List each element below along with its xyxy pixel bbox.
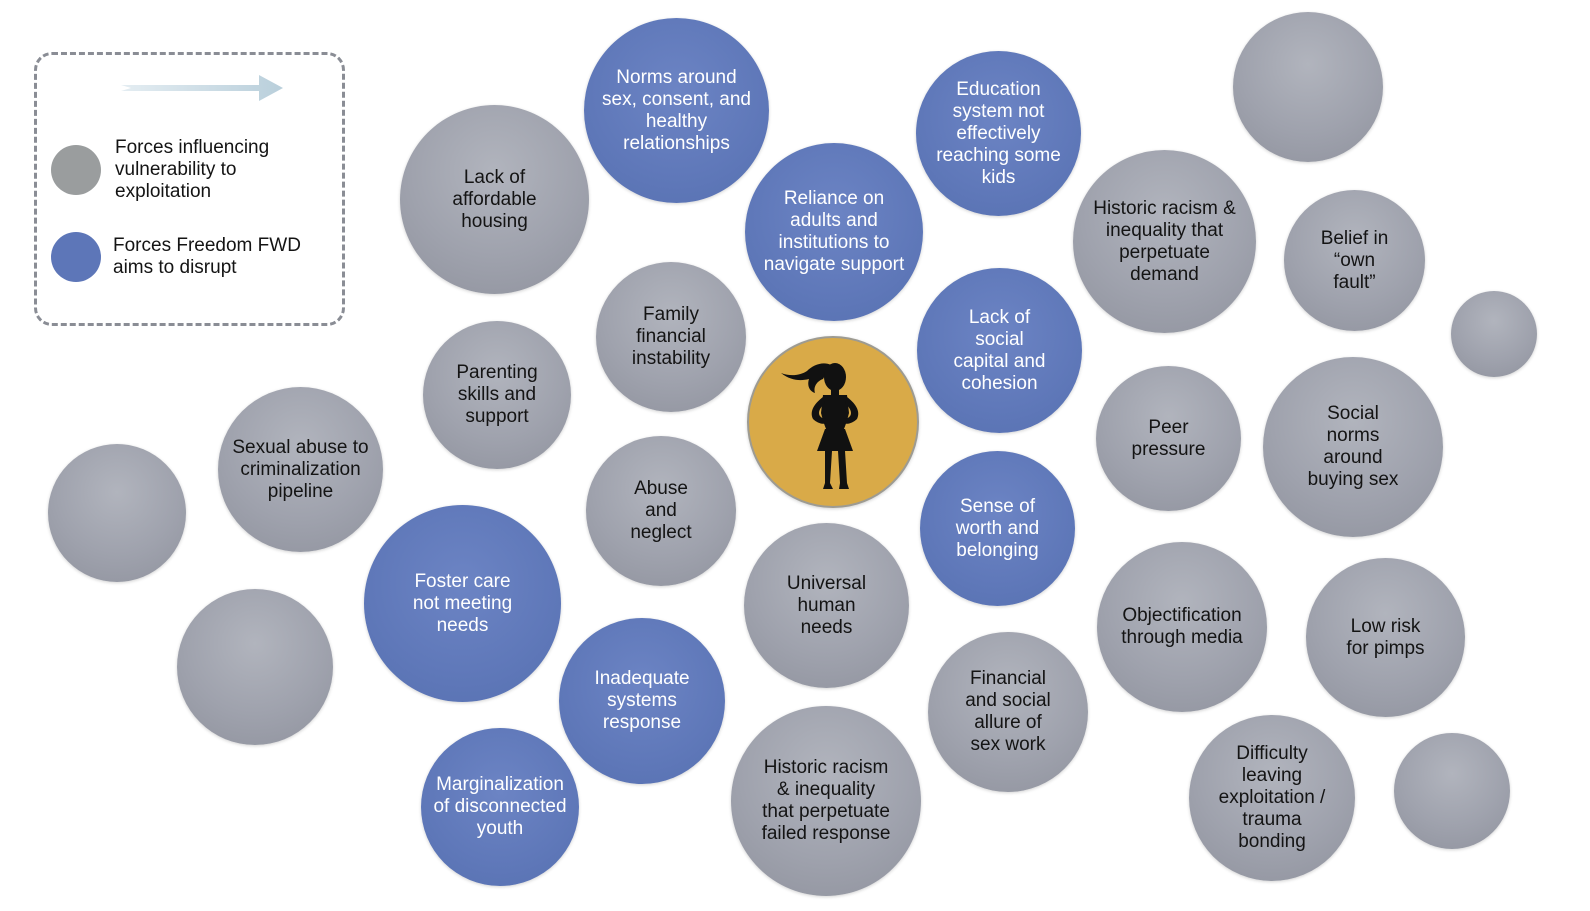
bubble-social-norms-buying: Social norms around buying sex xyxy=(1263,357,1443,537)
bubble-label: Objectification through media xyxy=(1121,605,1243,648)
bubble-label: Parenting skills and support xyxy=(456,362,538,427)
legend-gray-swatch xyxy=(51,145,101,195)
bubble-reliance-adults: Reliance on adults and institutions to n… xyxy=(745,143,923,321)
bubble-label: Inadequate systems response xyxy=(594,668,690,733)
bubble-label: Reliance on adults and institutions to n… xyxy=(763,188,905,275)
bubble-foster-care: Foster care not meeting needs xyxy=(364,505,561,702)
bubble-norms-sex: Norms around sex, consent, and healthy r… xyxy=(584,18,769,203)
bubble-financial-allure: Financial and social allure of sex work xyxy=(928,632,1088,792)
bubble-label: Foster care not meeting needs xyxy=(412,570,513,636)
bubble-objectification: Objectification through media xyxy=(1097,542,1267,712)
arrow-icon xyxy=(121,75,283,101)
bubble-education: Education system not effectively reachin… xyxy=(916,51,1081,216)
bubble-label: Family financial instability xyxy=(631,304,711,369)
bubble-universal-needs: Universal human needs xyxy=(744,523,909,688)
center-figure-circle xyxy=(747,336,919,508)
legend-gray-label: Forces influencing vulnerability to expl… xyxy=(115,137,270,202)
bubble-inadequate-systems: Inadequate systems response xyxy=(559,618,725,784)
bubble-label: Abuse and neglect xyxy=(630,478,692,543)
bubble-abuse-neglect: Abuse and neglect xyxy=(586,436,736,586)
bubble-low-risk-pimps: Low risk for pimps xyxy=(1306,558,1465,717)
bubble-label: Lack of social capital and cohesion xyxy=(953,306,1046,394)
legend-blue-swatch xyxy=(51,232,101,282)
empty-bubble xyxy=(1233,12,1383,162)
empty-bubble xyxy=(177,589,333,745)
bubble-historic-racism-response: Historic racism & inequality that perpet… xyxy=(731,706,921,896)
empty-bubble xyxy=(1451,291,1537,377)
bubble-sexual-abuse: Sexual abuse to criminalization pipeline xyxy=(218,387,383,552)
bubble-label: Education system not effectively reachin… xyxy=(936,78,1061,188)
bubble-difficulty-leaving: Difficulty leaving exploitation / trauma… xyxy=(1189,715,1355,881)
bubble-label: Marginalization of disconnected youth xyxy=(433,774,567,839)
bubble-label: Belief in “own fault” xyxy=(1320,227,1389,293)
legend-item-gray: Forces influencing vulnerability to expl… xyxy=(51,137,269,203)
bubble-label: Historic racism & inequality that perpet… xyxy=(1093,197,1236,285)
bubble-family-financial: Family financial instability xyxy=(596,262,746,412)
legend-blue-label: Forces Freedom FWD aims to disrupt xyxy=(113,235,301,278)
empty-bubble xyxy=(48,444,186,582)
bubble-marginalization: Marginalization of disconnected youth xyxy=(421,728,579,886)
bubble-label: Universal human needs xyxy=(786,572,867,638)
bubble-label: Lack of affordable housing xyxy=(452,166,537,232)
bubble-label: Sexual abuse to criminalization pipeline xyxy=(232,436,369,502)
bubble-label: Norms around sex, consent, and healthy r… xyxy=(602,66,751,154)
woman-silhouette-icon xyxy=(781,363,859,489)
bubble-parenting: Parenting skills and support xyxy=(423,321,571,469)
bubble-historic-racism-demand: Historic racism & inequality that perpet… xyxy=(1073,150,1256,333)
bubble-affordable-housing: Lack of affordable housing xyxy=(400,105,589,294)
bubble-label: Social norms around buying sex xyxy=(1307,403,1399,490)
legend-box: Forces influencing vulnerability to expl… xyxy=(34,52,345,326)
bubble-label: Historic racism & inequality that perpet… xyxy=(761,757,891,844)
bubble-label: Sense of worth and belonging xyxy=(955,495,1040,561)
bubble-label: Low risk for pimps xyxy=(1346,615,1425,659)
bubble-social-capital: Lack of social capital and cohesion xyxy=(917,268,1082,433)
legend-item-blue: Forces Freedom FWD aims to disrupt xyxy=(51,232,301,282)
bubble-label: Peer pressure xyxy=(1131,416,1206,460)
bubble-peer-pressure: Peer pressure xyxy=(1096,366,1241,511)
bubble-worth-belonging: Sense of worth and belonging xyxy=(920,451,1075,606)
bubble-label: Difficulty leaving exploitation / trauma… xyxy=(1218,743,1326,852)
empty-bubble xyxy=(1394,733,1510,849)
bubble-own-fault: Belief in “own fault” xyxy=(1284,190,1425,331)
bubble-label: Financial and social allure of sex work xyxy=(965,668,1051,755)
